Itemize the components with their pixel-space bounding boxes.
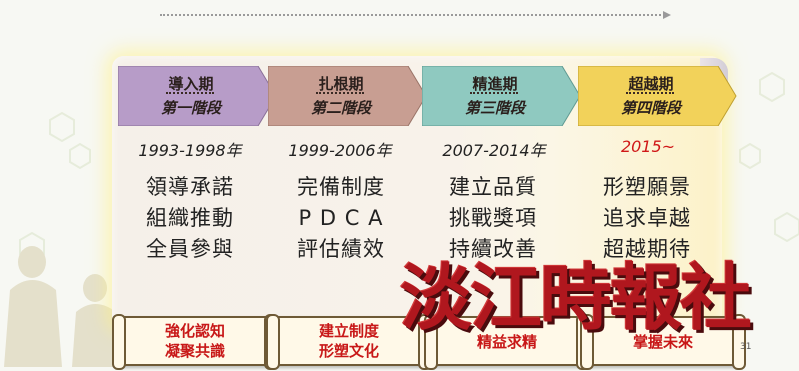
phase-3-stage: 第三階段 [464,99,525,117]
phase-3-divider [470,92,518,94]
phase-1-divider [166,92,214,94]
phase-3-items: 建立品質 挑戰獎項 持續改善 [418,172,568,265]
phase-4-stage: 第四階段 [620,99,681,117]
watermark-logo: 淡江時報社 [400,256,752,340]
phase-4-item: 追求卓越 [603,206,691,230]
phase-4-header: 超越期 第四階段 [578,66,738,126]
phase-2-name: 扎根期 [318,75,364,93]
phase-4-name: 超越期 [628,75,674,93]
phase-2-item: 完備制度 [297,175,385,199]
top-dotted-arrow [160,11,671,19]
phase-2-item: 評估績效 [297,237,385,261]
phase-2-divider [316,92,364,94]
phase-1-name: 導入期 [168,75,214,93]
phase-1-scroll-line: 強化認知 [164,322,225,340]
phase-4-items: 形塑願景 追求卓越 超越期待 [572,172,722,265]
phase-3-scroll: 精益求精 [424,314,590,370]
phase-3-name: 精進期 [472,75,518,93]
phase-3-scroll-line: 精益求精 [476,333,537,351]
phase-1-stage: 第一階段 [160,99,221,117]
phase-2-header: 扎根期 第二階段 [268,66,428,126]
phase-1-items: 領導承諾 組織推動 全員參與 [115,172,265,265]
phase-1-header: 導入期 第一階段 [118,66,278,126]
phase-4-divider [626,92,674,94]
phase-2-scroll: 建立制度 形塑文化 [266,314,432,370]
phase-4-item: 超越期待 [603,237,691,261]
phase-1-item: 組織推動 [146,206,234,230]
page-number: 31 [740,342,752,352]
phase-3-item: 挑戰獎項 [449,206,537,230]
phase-4-item: 形塑願景 [603,175,691,199]
phase-2-scroll-line: 形塑文化 [318,342,379,360]
phase-4-scroll: 掌握未來 [580,314,746,370]
phase-2-years: 1999-2006年 [288,141,392,160]
phase-3-item: 建立品質 [449,175,537,199]
phase-3-item: 持續改善 [449,237,537,261]
phase-4-years: 2015~ [620,137,676,156]
phase-1-years: 1993-1998年 [138,141,242,160]
phase-1-item: 全員參與 [146,237,234,261]
phase-1-scroll: 強化認知 凝聚共識 [112,314,278,370]
phase-1-scroll-line: 凝聚共識 [164,342,225,360]
phase-2-items: 完備制度 P D C A 評估績效 [266,172,416,265]
phase-3-header: 精進期 第三階段 [422,66,582,126]
phase-4-scroll-line: 掌握未來 [632,333,693,351]
phase-2-stage: 第二階段 [310,99,371,117]
phase-3-years: 2007-2014年 [442,141,546,160]
phase-2-item: P D C A [298,206,384,230]
phase-2-scroll-line: 建立制度 [318,322,379,340]
phase-1-item: 領導承諾 [146,175,234,199]
